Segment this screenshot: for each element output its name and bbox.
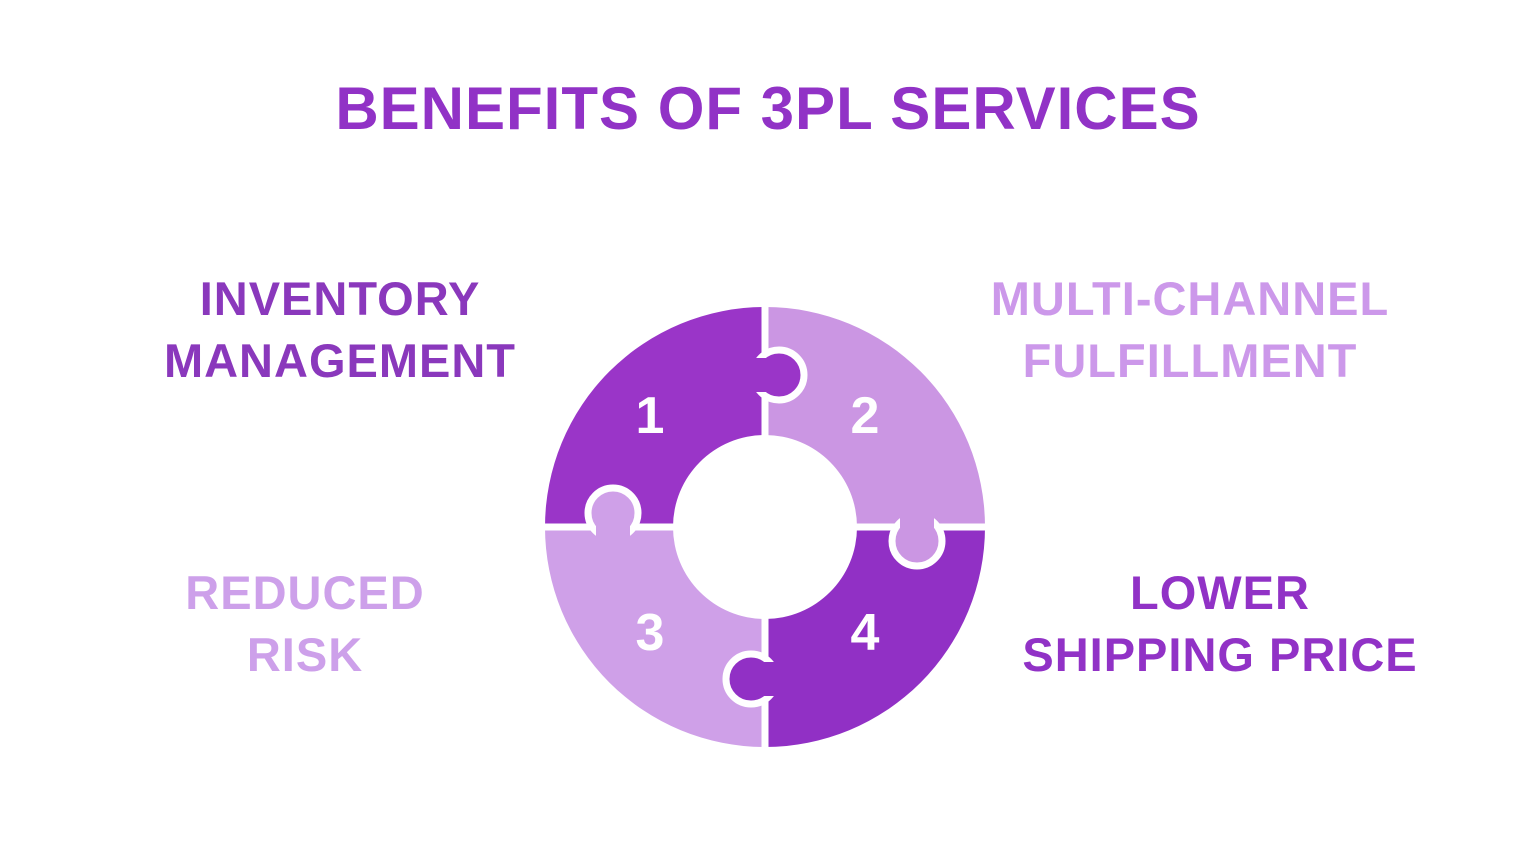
label-lower-shipping-price: LOWER SHIPPING PRICE: [965, 562, 1475, 686]
piece-number-2: 2: [851, 387, 880, 445]
puzzle-piece-4-shape: [765, 527, 985, 747]
page-title: BENEFITS OF 3PL SERVICES: [335, 75, 1201, 142]
label-inventory-management: INVENTORY MANAGEMENT: [110, 268, 570, 392]
label-reduced-line2: RISK: [246, 628, 364, 681]
label-multi-line1: MULTI-CHANNEL: [990, 272, 1390, 325]
puzzle-piece-1-shape: [545, 307, 765, 527]
label-inventory-line2: MANAGEMENT: [163, 334, 517, 387]
piece-number-3: 3: [636, 604, 665, 662]
puzzle-tab-piece-4: [722, 650, 791, 708]
puzzle-numbers: 1 2 3 4: [636, 387, 880, 662]
puzzle-piece-2-shape: [765, 307, 985, 527]
puzzle-tab-piece-1: [739, 346, 808, 404]
puzzle-tab-piece-2: [888, 501, 946, 570]
piece-number-1: 1: [636, 387, 665, 445]
puzzle-piece-3: [545, 527, 765, 747]
label-inventory-line1: INVENTORY: [199, 272, 481, 325]
puzzle-wheel-diagram: 1 2 3 4: [535, 299, 995, 757]
label-reduced-risk: REDUCED RISK: [140, 562, 470, 686]
puzzle-piece-4: [765, 527, 985, 747]
puzzle-piece-3-shape: [545, 527, 765, 747]
puzzle-piece-2: [765, 307, 985, 527]
label-multi-channel-fulfillment: MULTI-CHANNEL FULFILLMENT: [935, 268, 1445, 392]
label-multi-line2: FULFILLMENT: [1022, 334, 1358, 387]
puzzle-tab-2-neck: [900, 501, 934, 541]
puzzle-tab-4-neck: [751, 662, 791, 696]
puzzle-tab-1-neck: [739, 358, 779, 392]
puzzle-piece-1: [545, 307, 765, 527]
label-lower-line2: SHIPPING PRICE: [1022, 628, 1418, 681]
label-reduced-line1: REDUCED: [185, 566, 425, 619]
piece-number-4: 4: [851, 604, 880, 662]
puzzle-tab-3-neck: [596, 513, 630, 553]
label-lower-line1: LOWER: [1130, 566, 1310, 619]
puzzle-tab-piece-3: [584, 484, 642, 553]
